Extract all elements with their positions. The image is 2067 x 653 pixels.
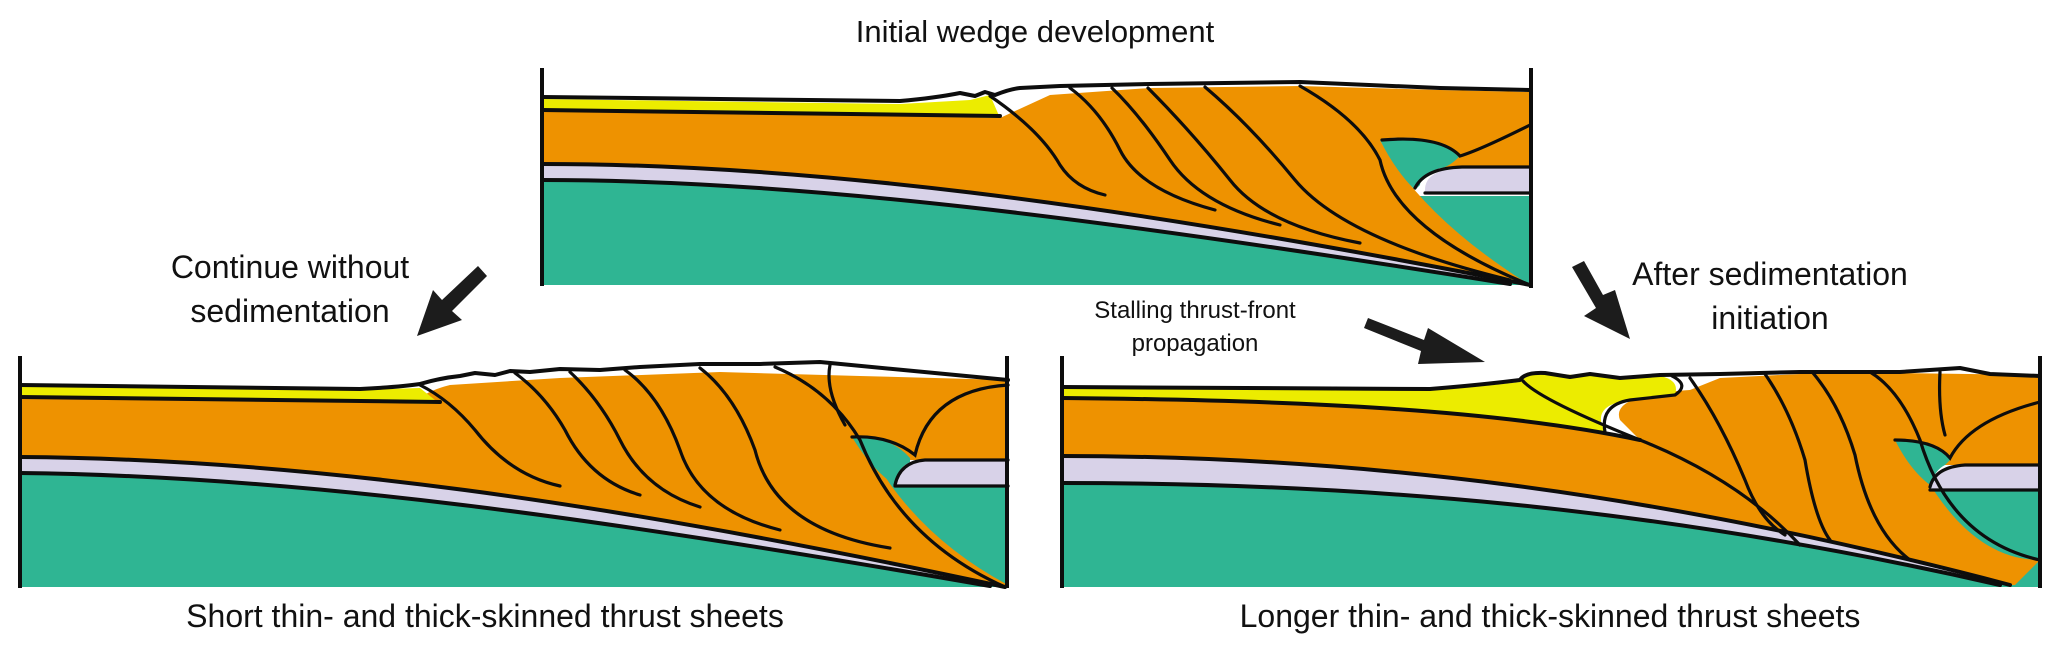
thrust-fault [1298,84,1532,287]
stalling-annotation: Stalling thrust-front propagation [1094,297,1485,364]
sediment-base-line [1060,396,1642,442]
basement-outline [850,383,1010,458]
branch-left-label-line2: sedimentation [190,293,389,329]
thrust-fault [773,365,1007,589]
topographic-surface [1060,366,2042,391]
panel-initial: Initial wedge development [540,14,1533,288]
basement-outline [1380,123,1532,158]
cover-strata-layer [20,372,1008,585]
decollement-outline [1928,463,2042,489]
thrust-fault [623,368,782,532]
basement-outline [1893,400,2042,461]
basement-wedge-right [1380,139,1460,190]
cover-strata-layer [542,86,1530,282]
thrust-fault [418,383,562,488]
topographic-surface [18,360,1010,391]
sediment-base-line [18,395,442,404]
thrust-fault [1521,379,1802,547]
thrust-fault [1146,86,1362,245]
decollement-layer [542,165,1510,283]
basement-top-line [540,178,1512,286]
decollement-right [1930,465,2040,490]
thrust-fault [698,366,892,550]
panel-caption: Longer thin- and thick-skinned thrust sh… [1240,598,1861,634]
decollement-right [1425,168,1530,193]
panel-no-sedimentation: Short thin- and thick-skinned thrust she… [18,356,1010,634]
decollement-top-line [1060,454,2012,587]
decollement-top-line [18,455,1007,589]
branch-left-label-line1: Continue without [171,249,409,285]
sediment-layer [542,95,1000,118]
annotation-line2: propagation [1132,330,1259,357]
thrust-fault [513,371,642,497]
decollement-top-line [540,162,1532,287]
thrust-fault [1110,86,1282,227]
panel-caption: Short thin- and thick-skinned thrust she… [186,598,784,634]
basement-wedge-right [1895,440,1950,485]
arrow-right-down-icon [1364,318,1485,364]
basement-top-line [18,471,992,588]
thrust-fault [988,94,1107,197]
annotation-line1: Stalling thrust-front [1094,297,1296,324]
decollement-layer [20,458,1000,585]
panel-with-sedimentation: Longer thin- and thick-skinned thrust sh… [1060,356,2042,634]
thrust-fault [1763,372,1832,542]
thrust-fault [1868,370,2042,562]
basement-top-line [1060,481,2002,587]
topographic-surface [540,80,1532,103]
thrust-fault [1811,371,1912,562]
thrust-fault [1688,376,1787,537]
branch-right-label-line1: After sedimentation [1632,256,1908,292]
panel-title: Initial wedge development [856,14,1215,49]
sediment-base-line [540,108,1002,118]
thrust-fault [1068,86,1217,212]
thrust-fault [827,363,847,427]
thrust-fault [568,370,702,509]
branch-right-label-line2: initiation [1711,300,1828,336]
thrust-fault [1937,370,1947,437]
branch-left: Continue without sedimentation [171,249,487,336]
arrow-down-left-icon [417,266,487,336]
arrow-down-right-icon [1572,261,1630,339]
decollement-outline [893,458,1010,487]
decollement-outline [1413,165,1532,190]
basement-wedge-right [852,436,910,485]
branch-right: After sedimentation initiation [1572,256,1908,339]
sediment-wedge-outline [1602,374,1684,434]
thrust-fault [1203,85,1512,282]
decollement-right [895,460,1008,485]
